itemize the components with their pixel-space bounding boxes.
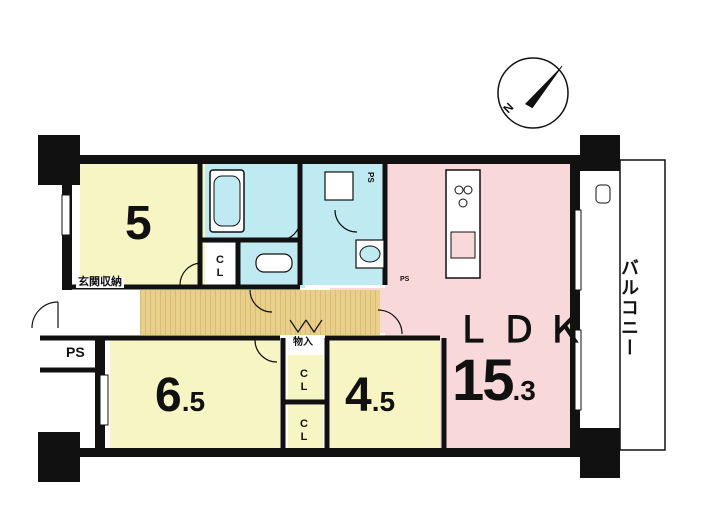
room-size-western-4-5-main: 4 [345,369,372,422]
room-size-western-5: 5 [125,197,152,250]
compass-needle [525,66,562,108]
room-size-western-6-5: 6.5 [155,372,205,420]
kitchen-counter [445,169,481,279]
washbasin-bowl [359,245,381,263]
ps-small-label-kitchen: PS [400,276,410,283]
ldk-size: 15.3 [452,352,536,410]
western-room-4-5-floor [330,340,440,450]
ps-small-label: PS [366,172,375,183]
stove-burner [458,198,468,208]
kitchen-sink [450,231,476,259]
balcony-drain [595,184,611,204]
ldk-label: ＬＤＫ [455,309,594,350]
compass-needle-tail [531,65,563,109]
toilet-fixture [255,253,293,273]
windows [61,194,582,426]
stove-burner [463,185,473,195]
storage-label: 物入 [293,337,313,348]
closet-label-lower: CL [298,418,310,444]
western-room-5-floor [80,163,205,285]
room-size-western-6-5-sub: .5 [181,386,206,417]
hallway-floor [140,290,380,335]
ldk-size-main: 15 [452,348,514,413]
compass-circle [497,57,569,129]
stove-burner [454,185,464,195]
closet-label-upper: CL [298,368,310,394]
room-size-western-6-5-main: 6 [155,369,182,422]
room-size-western-4-5: 4.5 [345,372,395,420]
ps-label: PS [66,344,85,360]
balcony-label: バルコニー [619,258,639,358]
closet-lower-floor [288,405,323,450]
ldk-size-sub: .3 [512,375,536,406]
door-swings [31,209,403,363]
compass [497,57,569,129]
washing-machine-area [324,171,354,201]
bathtub-inner [213,175,241,227]
closet-label-bath: CL [214,254,226,280]
western-room-6-5-floor [110,340,280,450]
room-size-western-4-5-sub: .5 [371,386,396,417]
closet-upper-floor [288,355,323,400]
balcony-outline [619,159,666,451]
genkan-storage-label: 玄関収納 [76,276,124,288]
